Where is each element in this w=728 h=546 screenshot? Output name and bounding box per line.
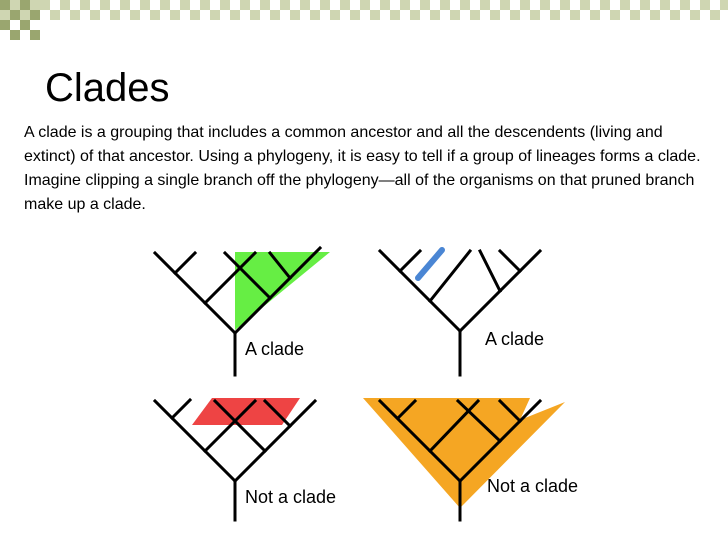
phylogeny-diagrams: A clade A clade Not a clade xyxy=(152,245,578,522)
diagram-label-2: A clade xyxy=(485,329,544,349)
diagram-label-1: A clade xyxy=(245,339,304,359)
phylogeny-tree-not-clade-1: Not a clade xyxy=(152,397,336,522)
checker-header-decoration xyxy=(0,0,728,40)
slide-title: Clades xyxy=(45,66,170,110)
phylogeny-tree-clade-2: A clade xyxy=(377,247,544,377)
phylogeny-tree-clade-1: A clade xyxy=(152,245,330,377)
diagram-label-4: Not a clade xyxy=(487,476,578,496)
clade-highlight-blue xyxy=(415,247,445,281)
diagram-label-3: Not a clade xyxy=(245,487,336,507)
phylogeny-tree-not-clade-2: Not a clade xyxy=(363,398,578,522)
slide-body-text: A clade is a grouping that includes a co… xyxy=(24,124,701,213)
